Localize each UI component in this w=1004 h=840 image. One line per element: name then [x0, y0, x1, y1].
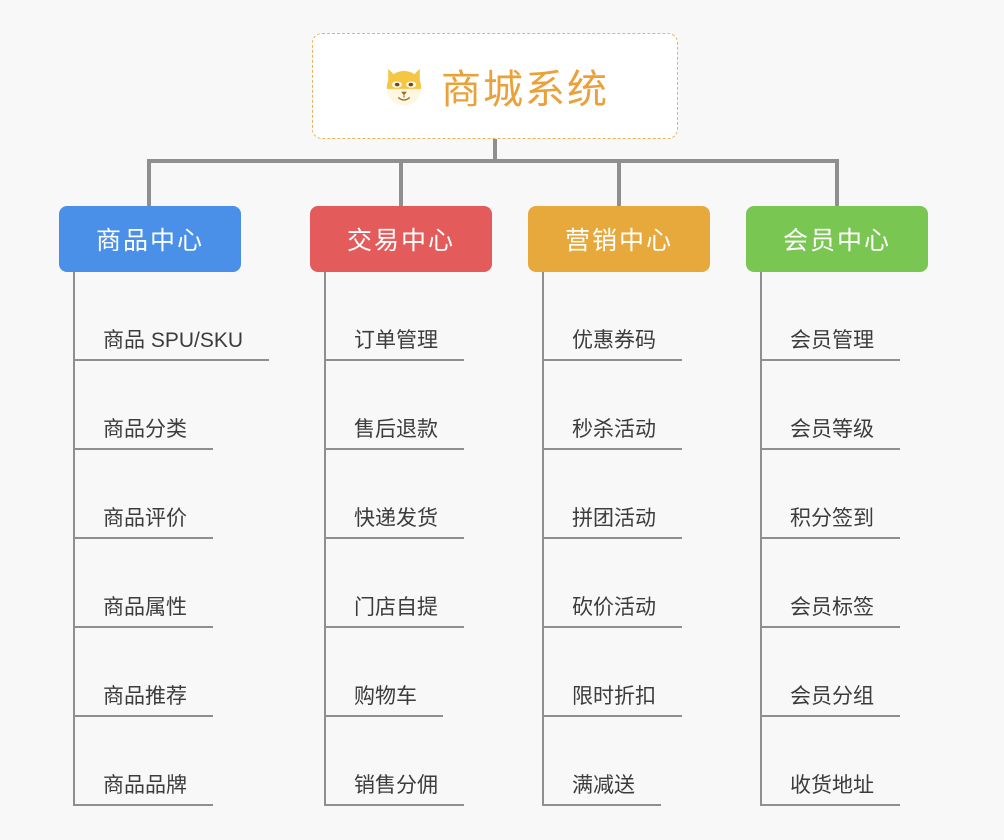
branch-column: 营销中心优惠券码秒杀活动拼团活动砍价活动限时折扣满减送: [528, 206, 710, 806]
branch-item-label: 商品评价: [73, 508, 213, 539]
branch-item-label: 收货地址: [760, 775, 900, 806]
branch-item-label: 订单管理: [324, 330, 464, 361]
branch-item[interactable]: 商品品牌: [73, 717, 241, 806]
branch-item[interactable]: 收货地址: [760, 717, 928, 806]
branch-item-label: 销售分佣: [324, 775, 464, 806]
category-box[interactable]: 交易中心: [310, 206, 492, 272]
branch-item-label: 会员等级: [760, 419, 900, 450]
branch-item-list: 商品 SPU/SKU 商品分类商品评价商品属性商品推荐商品品牌: [73, 272, 270, 806]
branch-item[interactable]: 会员管理: [760, 272, 928, 361]
category-box[interactable]: 营销中心: [528, 206, 710, 272]
branch-trunk-line: [760, 272, 762, 806]
root-node[interactable]: 商城系统: [312, 33, 678, 139]
branch-item[interactable]: 商品推荐: [73, 628, 241, 717]
branch-trunk-line: [542, 272, 544, 806]
branch-column: 交易中心订单管理售后退款快递发货门店自提购物车销售分佣: [310, 206, 492, 806]
branch-item-label: 商品推荐: [73, 686, 213, 717]
branch-item-label: 秒杀活动: [542, 419, 682, 450]
branch-item[interactable]: 门店自提: [324, 539, 492, 628]
branch-item[interactable]: 购物车: [324, 628, 492, 717]
branch-item[interactable]: 优惠券码: [542, 272, 710, 361]
branch-item[interactable]: 订单管理: [324, 272, 492, 361]
root-title: 商城系统: [441, 68, 609, 112]
branch-item-label: 商品 SPU/SKU: [73, 330, 270, 361]
connector-drop-4: [835, 159, 839, 206]
shiba-dog-face-icon: [381, 63, 427, 109]
branch-item[interactable]: 满减送: [542, 717, 710, 806]
branch-item-label: 商品属性: [73, 597, 213, 628]
branch-item[interactable]: 拼团活动: [542, 450, 710, 539]
category-box[interactable]: 会员中心: [746, 206, 928, 272]
branch-item-label: 限时折扣: [542, 686, 682, 717]
branch-item-label: 商品品牌: [73, 775, 213, 806]
branch-item[interactable]: 商品 SPU/SKU: [73, 272, 270, 361]
branch-item-label: 售后退款: [324, 419, 464, 450]
branch-item-label: 购物车: [324, 686, 443, 717]
branch-item-label: 会员管理: [760, 330, 900, 361]
branch-item-label: 商品分类: [73, 419, 213, 450]
branch-item[interactable]: 砍价活动: [542, 539, 710, 628]
branch-item-list: 优惠券码秒杀活动拼团活动砍价活动限时折扣满减送: [542, 272, 710, 806]
category-box[interactable]: 商品中心: [59, 206, 241, 272]
branch-item-list: 订单管理售后退款快递发货门店自提购物车销售分佣: [324, 272, 492, 806]
branch-item[interactable]: 商品属性: [73, 539, 241, 628]
branch-column: 会员中心会员管理会员等级积分签到会员标签会员分组收货地址: [746, 206, 928, 806]
branch-item-label: 砍价活动: [542, 597, 682, 628]
branch-item[interactable]: 售后退款: [324, 361, 492, 450]
branch-item-label: 满减送: [542, 775, 661, 806]
branch-item-list: 会员管理会员等级积分签到会员标签会员分组收货地址: [760, 272, 928, 806]
connector-root-stem: [493, 139, 497, 163]
branch-item[interactable]: 快递发货: [324, 450, 492, 539]
branch-item-label: 快递发货: [324, 508, 464, 539]
connector-horizontal-bar: [147, 159, 839, 163]
branch-item[interactable]: 会员分组: [760, 628, 928, 717]
branch-item[interactable]: 秒杀活动: [542, 361, 710, 450]
branch-item[interactable]: 限时折扣: [542, 628, 710, 717]
connector-drop-2: [399, 159, 403, 206]
branch-item-label: 会员标签: [760, 597, 900, 628]
branch-item[interactable]: 销售分佣: [324, 717, 492, 806]
branch-item[interactable]: 商品评价: [73, 450, 241, 539]
branch-item-label: 积分签到: [760, 508, 900, 539]
connector-drop-3: [617, 159, 621, 206]
branch-item-label: 门店自提: [324, 597, 464, 628]
branch-item[interactable]: 商品分类: [73, 361, 241, 450]
branch-item[interactable]: 会员标签: [760, 539, 928, 628]
branch-trunk-line: [73, 272, 75, 806]
branch-item-label: 拼团活动: [542, 508, 682, 539]
branch-item-label: 优惠券码: [542, 330, 682, 361]
branch-trunk-line: [324, 272, 326, 806]
branch-item[interactable]: 积分签到: [760, 450, 928, 539]
branch-item-label: 会员分组: [760, 686, 900, 717]
branch-column: 商品中心商品 SPU/SKU 商品分类商品评价商品属性商品推荐商品品牌: [59, 206, 270, 806]
connector-drop-1: [147, 159, 151, 206]
branch-item[interactable]: 会员等级: [760, 361, 928, 450]
